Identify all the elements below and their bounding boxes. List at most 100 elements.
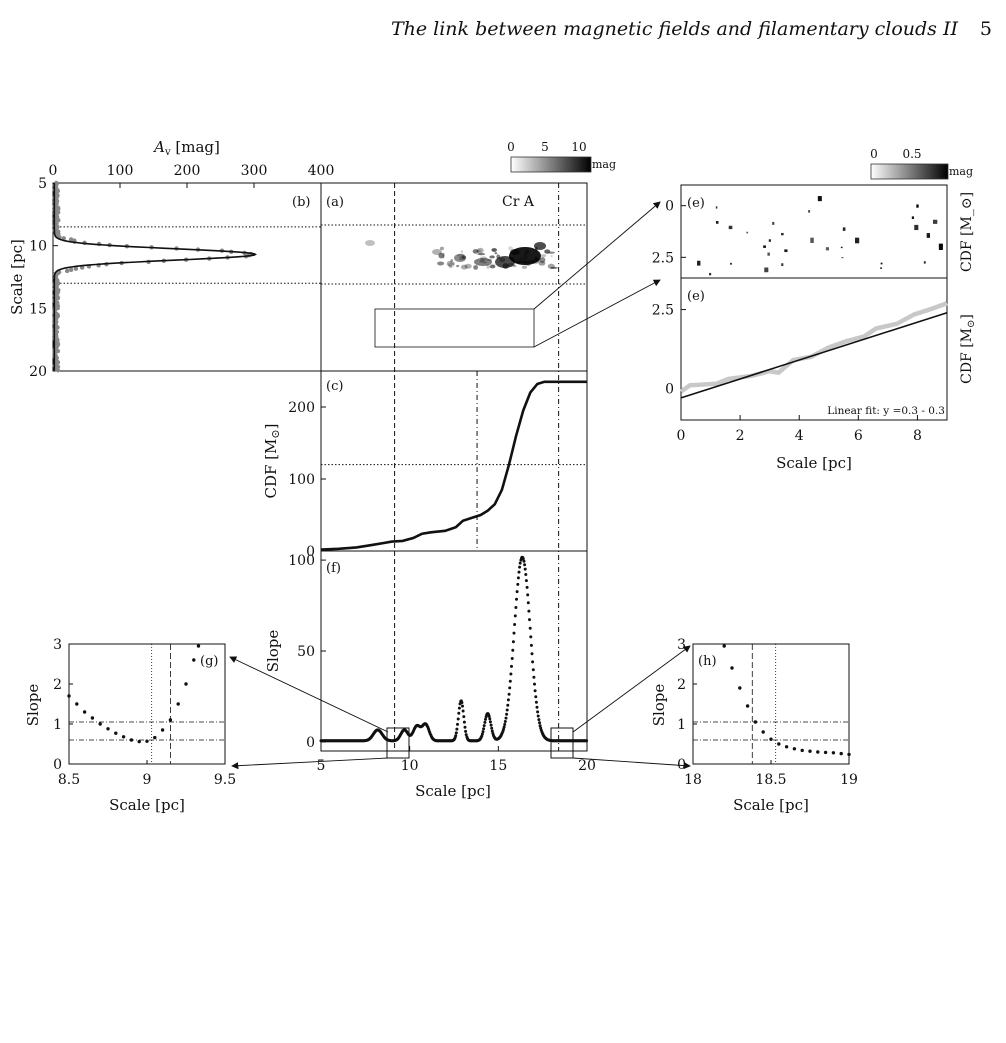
a-blob — [510, 249, 520, 255]
g-point — [114, 731, 118, 735]
d-speckle — [880, 262, 883, 265]
f-point — [489, 723, 493, 727]
f-xtick-label: 10 — [401, 758, 419, 774]
b-point — [65, 268, 70, 274]
g-point — [168, 718, 173, 722]
a-speckle — [523, 251, 528, 256]
a-speckle — [460, 250, 464, 254]
d-speckle — [763, 245, 766, 248]
d-speckle — [810, 237, 814, 243]
cbr-unit: mag — [949, 165, 973, 178]
b-ytick-label: 10 — [29, 239, 47, 255]
f-point — [461, 709, 465, 713]
g-point — [137, 739, 141, 744]
g-point — [176, 702, 180, 706]
f-point — [523, 563, 527, 567]
f-point — [488, 717, 492, 721]
f-point — [533, 689, 537, 693]
panel-d-map — [697, 196, 943, 276]
h-xtick-label: 18.5 — [755, 772, 786, 788]
panel-d: 02.5 CDF [M_⊙] (e) — [652, 184, 975, 279]
a-speckle — [447, 262, 455, 268]
f-point — [521, 557, 525, 561]
panel-f-xlabel: Scale [pc] — [415, 782, 491, 800]
d-speckle — [842, 227, 846, 231]
f-point — [464, 729, 468, 733]
f-point — [585, 739, 589, 743]
a-speckle — [450, 259, 454, 263]
a-speckle — [439, 246, 444, 251]
panel-d-label: (e) — [687, 196, 705, 211]
d-ytick-label: 2.5 — [652, 250, 674, 266]
d-speckle — [840, 246, 843, 249]
a-speckle — [528, 259, 535, 264]
panel-e-frame — [680, 277, 948, 421]
a-speckle — [483, 261, 487, 264]
cbr-tick-1: 0.5 — [902, 147, 921, 161]
a-speckle — [523, 255, 528, 260]
f-point — [506, 703, 510, 707]
f-point — [522, 559, 526, 563]
a-speckle — [508, 257, 515, 260]
c-ytick-label: 200 — [288, 400, 315, 416]
panel-b-frame — [52, 182, 322, 372]
panel-g-xlabel: Scale [pc] — [109, 796, 185, 814]
f-point — [537, 718, 541, 722]
panel-a: (a) Cr A — [320, 182, 588, 372]
h-point — [753, 720, 758, 724]
g-point — [192, 658, 196, 662]
f-point — [528, 626, 532, 630]
a-speckle — [534, 256, 538, 261]
f-point — [514, 606, 518, 609]
f-point — [454, 734, 458, 738]
colorbar-left: 0 5 10 mag — [507, 140, 616, 173]
panel-b-ylabel: Scale [pc] — [8, 239, 26, 315]
d-speckle — [768, 239, 771, 242]
a-speckle — [461, 253, 465, 259]
panel-a-frame — [320, 182, 588, 372]
g-point — [82, 710, 87, 714]
d-speckle — [926, 233, 931, 238]
d-speckle — [697, 260, 701, 266]
a-speckle — [550, 266, 558, 270]
a-speckle — [473, 265, 479, 270]
panel-b-label: (b) — [292, 195, 310, 210]
f-point — [455, 727, 459, 731]
f-point — [456, 722, 459, 726]
f-ytick-label: 0 — [306, 735, 315, 751]
b-ytick-label: 15 — [29, 301, 47, 317]
e-xtick-label: 8 — [913, 428, 922, 444]
panel-f-label: (f) — [326, 561, 341, 576]
running-head: The link between magnetic fields and fil… — [391, 18, 992, 40]
a-speckle — [479, 256, 488, 260]
f-point — [516, 582, 520, 586]
a-blob — [365, 240, 375, 246]
a-speckle — [489, 264, 496, 269]
d-speckle — [715, 206, 718, 209]
panel-c-ylabel: CDF [M⊙] — [262, 424, 282, 499]
b-xtick-label: 100 — [107, 163, 134, 179]
d-speckle — [767, 252, 770, 256]
f-point — [512, 631, 516, 635]
f-point — [535, 705, 539, 709]
g-ytick-label: 0 — [53, 757, 62, 773]
arrow-to-g-bottom — [231, 757, 389, 770]
f-point — [508, 679, 512, 683]
d-speckle — [932, 219, 938, 224]
f-point — [536, 710, 540, 714]
panel-h-label: (h) — [698, 654, 717, 669]
f-point — [483, 720, 487, 724]
d-speckle — [772, 221, 775, 225]
cbl-tick-2: 10 — [571, 140, 586, 154]
a-blob — [454, 254, 466, 262]
a-speckle — [544, 249, 551, 254]
panel-g-ylabel: Slope — [24, 684, 42, 727]
f-point — [515, 590, 519, 594]
cbr-tick-0: 0 — [870, 147, 878, 161]
panel-c-label: (c) — [326, 379, 343, 394]
